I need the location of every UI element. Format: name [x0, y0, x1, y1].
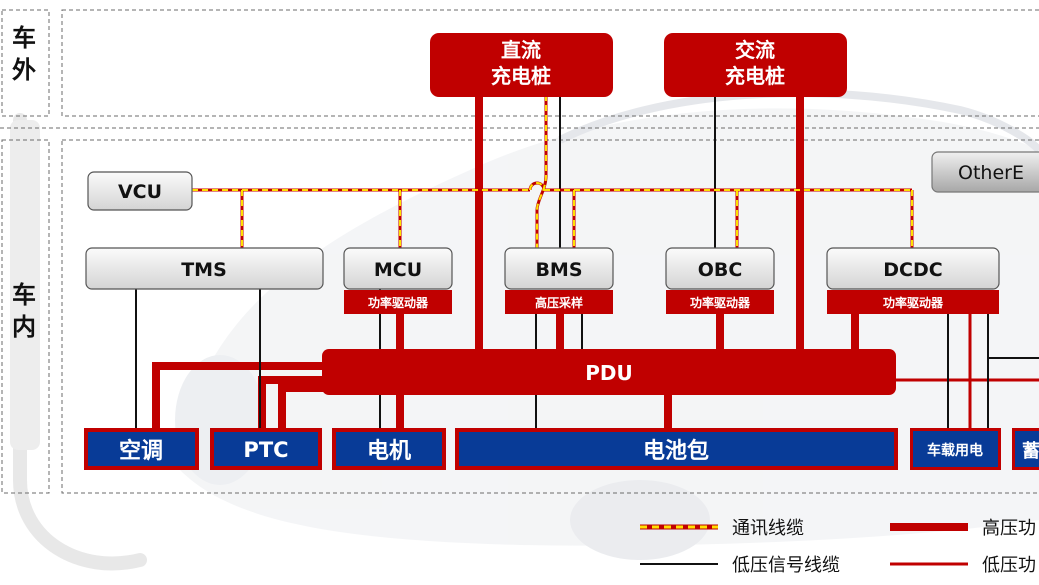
zone-outside-label-frame: [1, 9, 50, 117]
dcdc-sub-label: 功率驱动器: [883, 295, 944, 310]
mcu-label: MCU: [374, 259, 422, 281]
legend-lv-signal-label: 低压信号线缆: [732, 555, 840, 576]
other-ecu-box[interactable]: OtherE: [931, 151, 1039, 193]
mcu-box[interactable]: MCU 功率驱动器: [343, 247, 453, 314]
zone-inside-label: 车内: [12, 281, 36, 341]
ac-charger-label: 交流充电桩: [725, 38, 785, 88]
zone-outside-frame: [61, 9, 1039, 117]
load-battery-label: 电池包: [643, 438, 709, 464]
obc-label: OBC: [698, 259, 743, 281]
zone-outside-label: 车外: [12, 24, 36, 84]
legend-lv-signal: 低压信号线缆: [640, 555, 840, 576]
legend-lv-power: 低压功: [890, 555, 1036, 576]
vcu-label: VCU: [118, 181, 162, 203]
pdu-box[interactable]: PDU: [322, 349, 896, 395]
lv-signal-wires: [135, 95, 1039, 430]
hv-power-wires: [152, 95, 859, 430]
zone-inside-frame: [61, 139, 1039, 494]
obc-box[interactable]: OBC 功率驱动器: [665, 247, 775, 314]
tms-label: TMS: [181, 259, 227, 281]
legend-hv-power: 高压功: [890, 518, 1036, 539]
dc-charger[interactable]: 直流充电桩: [430, 33, 613, 97]
dcdc-box[interactable]: DCDC 功率驱动器: [826, 247, 1000, 314]
legend-hv-power-label: 高压功: [982, 518, 1036, 539]
load-storage-battery[interactable]: 蓄: [1012, 428, 1039, 470]
other-ecu-label: OtherE: [958, 162, 1024, 184]
dc-charger-label: 直流充电桩: [491, 38, 551, 88]
communication-bus: [192, 95, 914, 248]
load-vehicle-power[interactable]: 车载用电: [910, 428, 1001, 470]
load-motor-label: 电机: [367, 439, 411, 464]
legend-comm: 通讯线缆: [640, 518, 804, 539]
tms-box[interactable]: TMS: [85, 247, 324, 290]
dcdc-label: DCDC: [883, 259, 942, 281]
lv-power-wires: [895, 314, 1039, 430]
bms-box[interactable]: BMS 高压采样: [504, 247, 614, 314]
bms-sub-label: 高压采样: [535, 295, 583, 310]
legend: 通讯线缆 低压信号线缆 高压功 低压功: [640, 518, 1036, 576]
ac-charger[interactable]: 交流充电桩: [664, 33, 847, 97]
load-battery[interactable]: 电池包: [455, 428, 898, 470]
mcu-sub-label: 功率驱动器: [368, 295, 429, 310]
load-storage-battery-label: 蓄: [1022, 441, 1039, 462]
pdu-label: PDU: [585, 361, 633, 385]
load-ac[interactable]: 空调: [84, 428, 199, 470]
legend-lv-power-label: 低压功: [982, 555, 1036, 576]
legend-comm-label: 通讯线缆: [732, 518, 804, 539]
bms-label: BMS: [535, 259, 582, 281]
load-ptc-label: PTC: [243, 438, 288, 462]
load-ptc[interactable]: PTC: [210, 428, 322, 470]
load-motor[interactable]: 电机: [332, 428, 446, 470]
zone-inside-label-frame: [1, 139, 50, 494]
load-ac-label: 空调: [119, 438, 163, 464]
load-vehicle-power-label: 车载用电: [927, 442, 983, 459]
vcu-box[interactable]: VCU: [87, 171, 193, 211]
obc-sub-label: 功率驱动器: [690, 295, 751, 310]
